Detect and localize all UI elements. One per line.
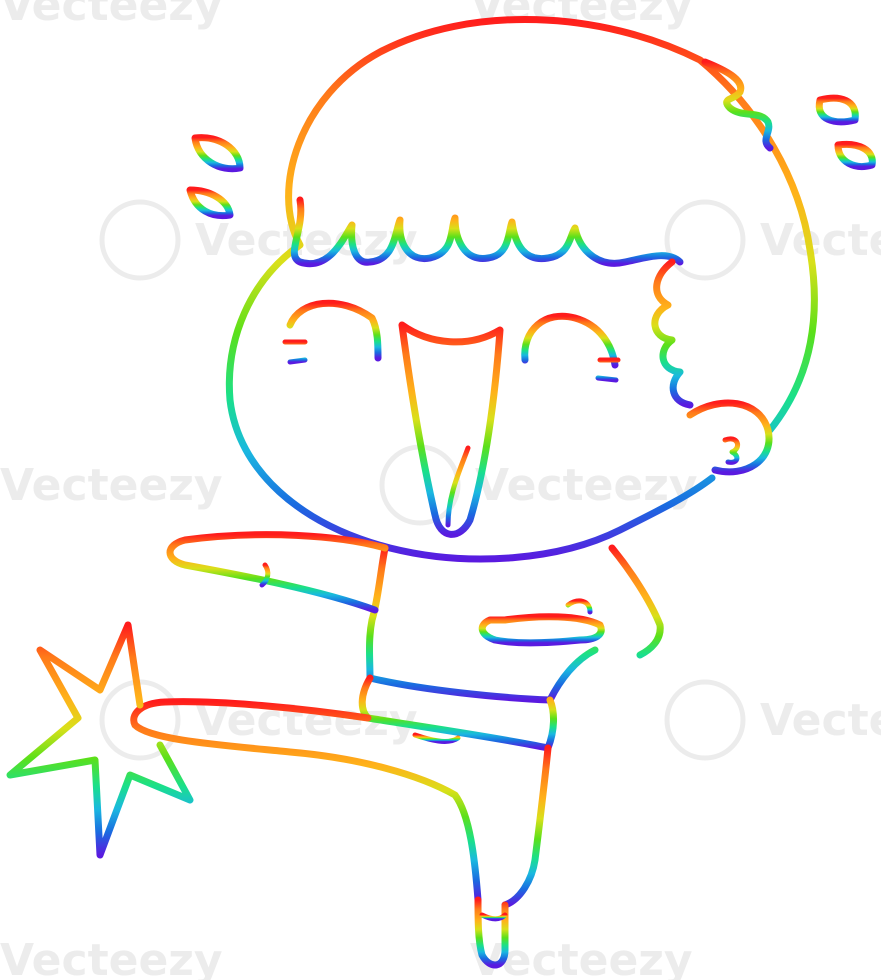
watermark-logo-icon: [664, 199, 746, 281]
watermark-text: Vecteezy: [760, 215, 881, 266]
watermark-logo-icon: [99, 199, 181, 281]
sweat-drop-right-2: [834, 140, 876, 170]
standing-foot: [474, 896, 509, 969]
watermark-logo-icon: [664, 679, 746, 761]
watermark-text: Vecteezy: [475, 460, 698, 511]
impact-star: [6, 621, 194, 859]
mouth-tongue: [445, 445, 471, 528]
left-closed-eye: [286, 299, 382, 362]
leg-fold-mark: [412, 732, 461, 744]
arm-sleeve-mark: [259, 562, 271, 588]
ankle-mark: [479, 912, 508, 922]
sweat-drop-right-1: [815, 94, 859, 126]
folded-arm: [478, 613, 605, 647]
laughing-mouth: [398, 321, 504, 538]
left-eye-crinkles: [282, 339, 308, 365]
right-closed-eye: [521, 312, 619, 369]
sweat-drop-left-2: [186, 186, 234, 220]
watermark-text: Vecteezy: [0, 935, 223, 980]
sweat-drop-left-1: [191, 134, 244, 173]
watermark-text: Vecteezy: [0, 460, 223, 511]
waistband: [358, 674, 557, 752]
torso-shirt: [366, 544, 664, 704]
hair-tuft: [701, 58, 774, 152]
shoulder-mark: [565, 598, 593, 615]
side-hair-curls: [651, 258, 694, 409]
right-eye-crinkles: [595, 357, 621, 383]
hair-fringe: [290, 196, 684, 268]
ear-inner: [722, 436, 741, 465]
standing-leg: [501, 744, 552, 909]
watermark-text: Vecteezy: [760, 695, 881, 746]
pointing-arm: [166, 531, 389, 614]
kicking-leg: [130, 698, 482, 904]
ear: [686, 399, 773, 476]
watermark-text: Vecteezy: [0, 0, 223, 31]
